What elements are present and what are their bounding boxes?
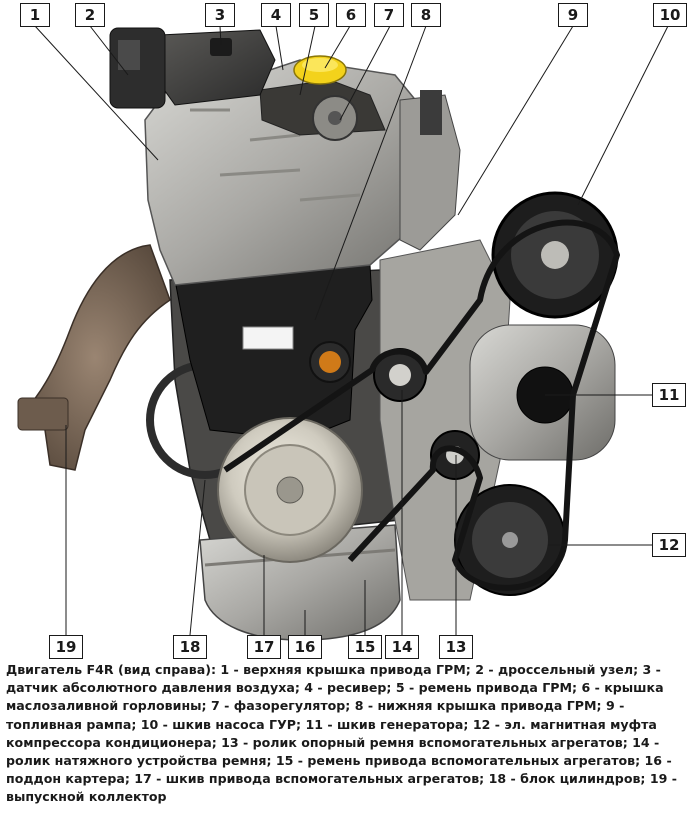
- tensioner-hub: [389, 364, 411, 386]
- phaser-hub: [328, 111, 342, 125]
- callout-10: 10: [653, 3, 687, 27]
- callout-19: 19: [49, 635, 83, 659]
- callout-4: 4: [261, 3, 291, 27]
- callout-18: 18: [173, 635, 207, 659]
- engine-illustration: [17, 25, 669, 641]
- right-bracket: [399, 94, 461, 251]
- lower-timing-cover: [174, 264, 373, 441]
- exhaust-flange: [17, 397, 69, 431]
- callout-2: 2: [75, 3, 105, 27]
- ps-pump-hub: [541, 241, 569, 269]
- cover-plug-orange: [319, 351, 341, 373]
- leader-lines: [34, 25, 669, 636]
- callout-8: 8: [411, 3, 441, 27]
- callout-14: 14: [385, 635, 419, 659]
- callout-17: 17: [247, 635, 281, 659]
- ac-clutch-hub: [502, 532, 518, 548]
- upper-cover-ribs: [190, 108, 361, 202]
- crank-bolt: [276, 476, 304, 504]
- callout-1: 1: [20, 3, 50, 27]
- pressure-sensor: [210, 38, 232, 56]
- callout-3: 3: [205, 3, 235, 27]
- callout-5: 5: [299, 3, 329, 27]
- callout-11: 11: [652, 383, 686, 407]
- callout-7: 7: [374, 3, 404, 27]
- callout-16: 16: [288, 635, 322, 659]
- figure-caption: Двигатель F4R (вид справа): 1 - верхняя …: [6, 662, 677, 805]
- callout-9: 9: [558, 3, 588, 27]
- callout-13: 13: [439, 635, 473, 659]
- cover-sticker: [242, 326, 294, 350]
- callout-12: 12: [652, 533, 686, 557]
- callout-15: 15: [348, 635, 382, 659]
- throttle-connector: [118, 40, 140, 70]
- accessory-belt: [223, 219, 620, 591]
- fuel-rail: [420, 90, 442, 135]
- callout-6: 6: [336, 3, 366, 27]
